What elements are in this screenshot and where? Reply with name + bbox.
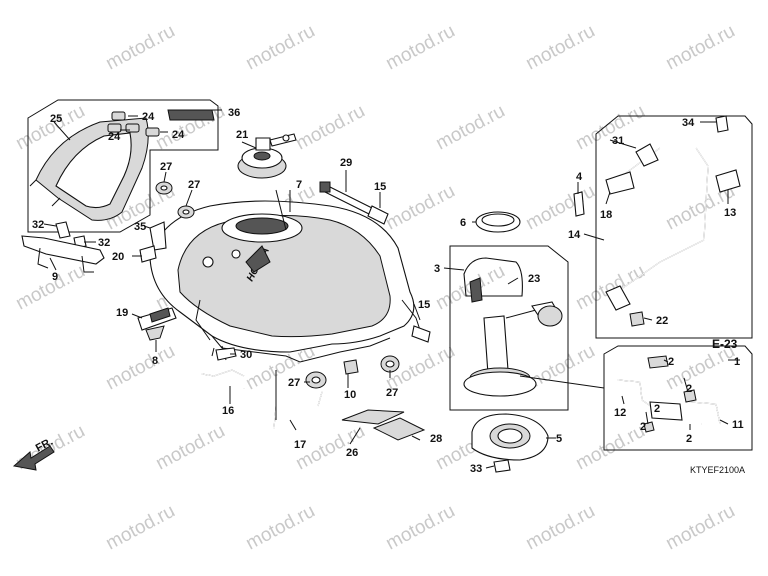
fuel-pump-assembly [463, 191, 585, 397]
callout-26: 26 [346, 447, 358, 459]
fuel-pump-group-box [449, 245, 569, 411]
watermark-text: motod.ru [152, 101, 228, 155]
callout-31: 31 [612, 135, 624, 147]
drain-valve [137, 307, 177, 341]
watermark-text: motod.ru [102, 21, 178, 75]
callout-9: 9 [52, 271, 58, 283]
callout-11: 11 [732, 419, 744, 431]
callout-2: 2 [686, 433, 692, 445]
callout-17: 17 [294, 439, 306, 451]
callout-30: 30 [240, 349, 252, 361]
section-reference: E-23 [712, 337, 738, 351]
callout-6: 6 [460, 217, 466, 229]
callout-36: 36 [228, 107, 240, 119]
watermark-text: motod.ru [572, 261, 648, 315]
fuel-pump-base-plate [471, 413, 549, 461]
callout-21: 21 [236, 129, 248, 141]
callout-24: 24 [172, 129, 185, 141]
callout-28: 28 [430, 433, 442, 445]
watermark-text: motod.ru [102, 501, 178, 555]
rubber-grommets [155, 181, 400, 389]
callout-24: 24 [142, 111, 155, 123]
diagram-code: KTYEF2100A [690, 465, 745, 475]
watermark-text: motod.ru [572, 101, 648, 155]
callout-8: 8 [152, 355, 158, 367]
callout-15: 15 [418, 299, 430, 311]
callouts: 1 2 2 2 2 2 3 4 5 6 7 8 9 10 11 12 13 14… [32, 107, 744, 475]
callout-19: 19 [116, 307, 128, 319]
callout-23: 23 [528, 273, 540, 285]
cover-group-box [27, 99, 219, 233]
watermark-text: motod.ru [102, 341, 178, 395]
watermark-text: motod.ru [242, 501, 318, 555]
watermark-text: motod.ru [382, 501, 458, 555]
callout-2: 2 [668, 356, 674, 368]
bolts [55, 115, 729, 473]
fuel-hose-set [617, 355, 721, 433]
callout-10: 10 [344, 389, 356, 401]
callout-14: 14 [568, 229, 581, 241]
watermark-text: motod.ru [432, 101, 508, 155]
fuel-filler-cap [237, 133, 297, 179]
callout-33: 33 [470, 463, 482, 475]
callout-29: 29 [340, 157, 352, 169]
watermark-text: motod.ru [572, 421, 648, 475]
callout-16: 16 [222, 405, 234, 417]
tank-seal-ring [475, 211, 521, 233]
fuel-hose-group-box [603, 345, 753, 451]
callout-32: 32 [32, 219, 44, 231]
callout-20: 20 [112, 251, 124, 263]
front-direction-arrow: FR. [12, 436, 55, 471]
watermark-text: motod.ru [292, 101, 368, 155]
watermark-text: motod.ru [382, 21, 458, 75]
tank-top-cover [29, 117, 149, 221]
breather-hose [605, 143, 741, 327]
callout-2: 2 [686, 383, 692, 395]
callout-25: 25 [50, 113, 62, 125]
callout-13: 13 [724, 207, 736, 219]
callout-18: 18 [600, 209, 612, 221]
watermark-text: motod.ru [522, 501, 598, 555]
callout-22: 22 [656, 315, 668, 327]
fuel-tank: HONDA [149, 200, 421, 363]
watermark-text: motod.ru [382, 181, 458, 235]
callout-5: 5 [556, 433, 562, 445]
callout-2: 2 [654, 403, 660, 415]
callout-27: 27 [288, 377, 300, 389]
callout-1: 1 [734, 356, 740, 368]
drain-hoses [201, 345, 323, 429]
watermark-text: motod.ru [12, 261, 88, 315]
pump-outlet-line [519, 375, 605, 389]
callout-3: 3 [434, 263, 440, 275]
breather-hose-group-box [595, 115, 753, 339]
leader-lines [43, 109, 740, 469]
callout-27: 27 [188, 179, 200, 191]
watermark-text: motod.ru [662, 21, 738, 75]
callout-4: 4 [576, 171, 583, 183]
honda-emblem [167, 109, 215, 121]
watermark-text: motod.ru [242, 21, 318, 75]
callout-27: 27 [160, 161, 172, 173]
callout-27: 27 [386, 387, 398, 399]
watermark-text: motod.ru [662, 501, 738, 555]
cover-bracket [21, 235, 105, 273]
callout-35: 35 [134, 221, 146, 233]
callout-24: 24 [108, 131, 121, 143]
callout-2: 2 [640, 421, 646, 433]
cushion-pads [341, 359, 426, 441]
callout-15: 15 [374, 181, 386, 193]
callout-7: 7 [296, 179, 302, 191]
watermark-text: motod.ru [522, 21, 598, 75]
callout-34: 34 [682, 117, 695, 129]
callout-12: 12 [614, 407, 626, 419]
watermark-text: motod.ru [152, 421, 228, 475]
watermark-text: motod.ru [522, 181, 598, 235]
callout-32: 32 [98, 237, 110, 249]
